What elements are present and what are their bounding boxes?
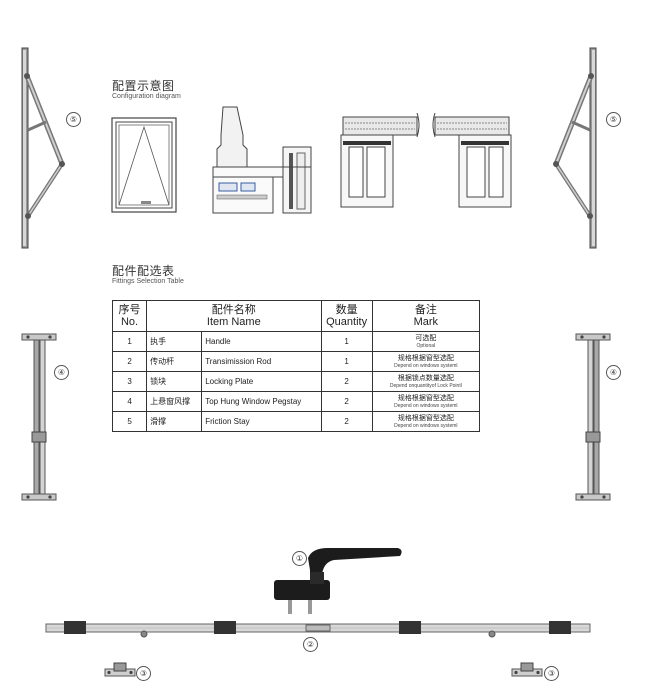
row-quantity: 2 — [320, 411, 373, 432]
callout-locking-plate-right: ③ — [544, 666, 559, 681]
callout-friction-stay-right: ⑤ — [606, 112, 621, 127]
row-quantity: 1 — [320, 331, 373, 352]
fittings-title-cn: 配件配选表 — [112, 264, 175, 278]
row-name-cn: 上悬窗风撑 — [146, 391, 203, 412]
row-no: 5 — [111, 411, 148, 432]
row-name-en: Friction Stay — [201, 411, 322, 432]
profile-section-diagram — [212, 106, 312, 214]
handle-image — [274, 548, 402, 614]
table-row: 4 上悬窗风撑 Top Hung Window Pegstay 2 规格根据窗型… — [111, 391, 481, 412]
row-name-cn: 传动杆 — [146, 351, 203, 372]
callout-pegstay-left: ④ — [54, 365, 69, 380]
callout-locking-plate-left: ③ — [136, 666, 151, 681]
row-quantity: 2 — [320, 391, 373, 412]
row-quantity: 1 — [320, 351, 373, 372]
locking-plate-left-image — [104, 662, 136, 677]
callout-handle: ① — [292, 551, 307, 566]
pegstay-right-image — [575, 333, 611, 501]
row-name-en: Top Hung Window Pegstay — [201, 391, 322, 412]
row-name-en: Locking Plate — [201, 371, 322, 392]
config-title-en: Configuration diagram — [112, 93, 181, 100]
friction-stay-left-image — [21, 47, 65, 249]
friction-stay-right-image — [553, 47, 597, 249]
window-elevation-diagram — [111, 117, 177, 213]
callout-pegstay-right: ④ — [606, 365, 621, 380]
row-no: 3 — [111, 371, 148, 392]
callout-friction-stay-left: ⑤ — [66, 112, 81, 127]
row-no: 2 — [111, 351, 148, 372]
row-no: 1 — [111, 331, 148, 352]
sash-section-diagram — [340, 113, 512, 208]
row-name-en: Handle — [201, 331, 322, 352]
fittings-title-en: Fittings Selection Table — [112, 278, 184, 285]
row-name-cn: 锁块 — [146, 371, 203, 392]
transmission-rod-image — [45, 621, 591, 638]
row-name-en: Transimission Rod — [201, 351, 322, 372]
row-name-cn: 执手 — [146, 331, 203, 352]
pegstay-left-image — [21, 333, 57, 501]
row-no: 4 — [111, 391, 148, 412]
config-title-cn: 配置示意图 — [112, 79, 175, 93]
callout-transmission-rod: ② — [303, 637, 318, 652]
locking-plate-right-image — [511, 662, 543, 677]
row-quantity: 2 — [320, 371, 373, 392]
row-name-cn: 滑撑 — [146, 411, 203, 432]
